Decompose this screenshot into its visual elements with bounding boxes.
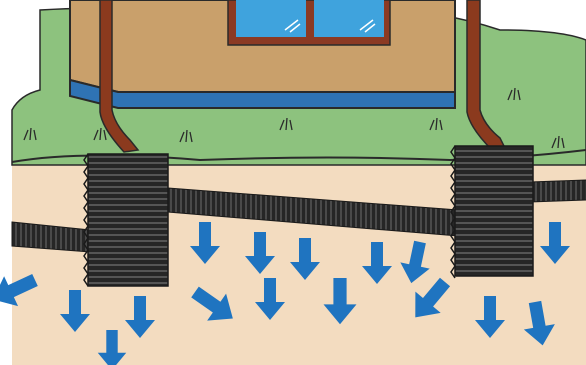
drain-pipe-right-outlet [530, 180, 586, 202]
drainage-well-left [84, 154, 168, 286]
drainage-well-right [451, 146, 533, 278]
window-icon [228, 0, 390, 45]
